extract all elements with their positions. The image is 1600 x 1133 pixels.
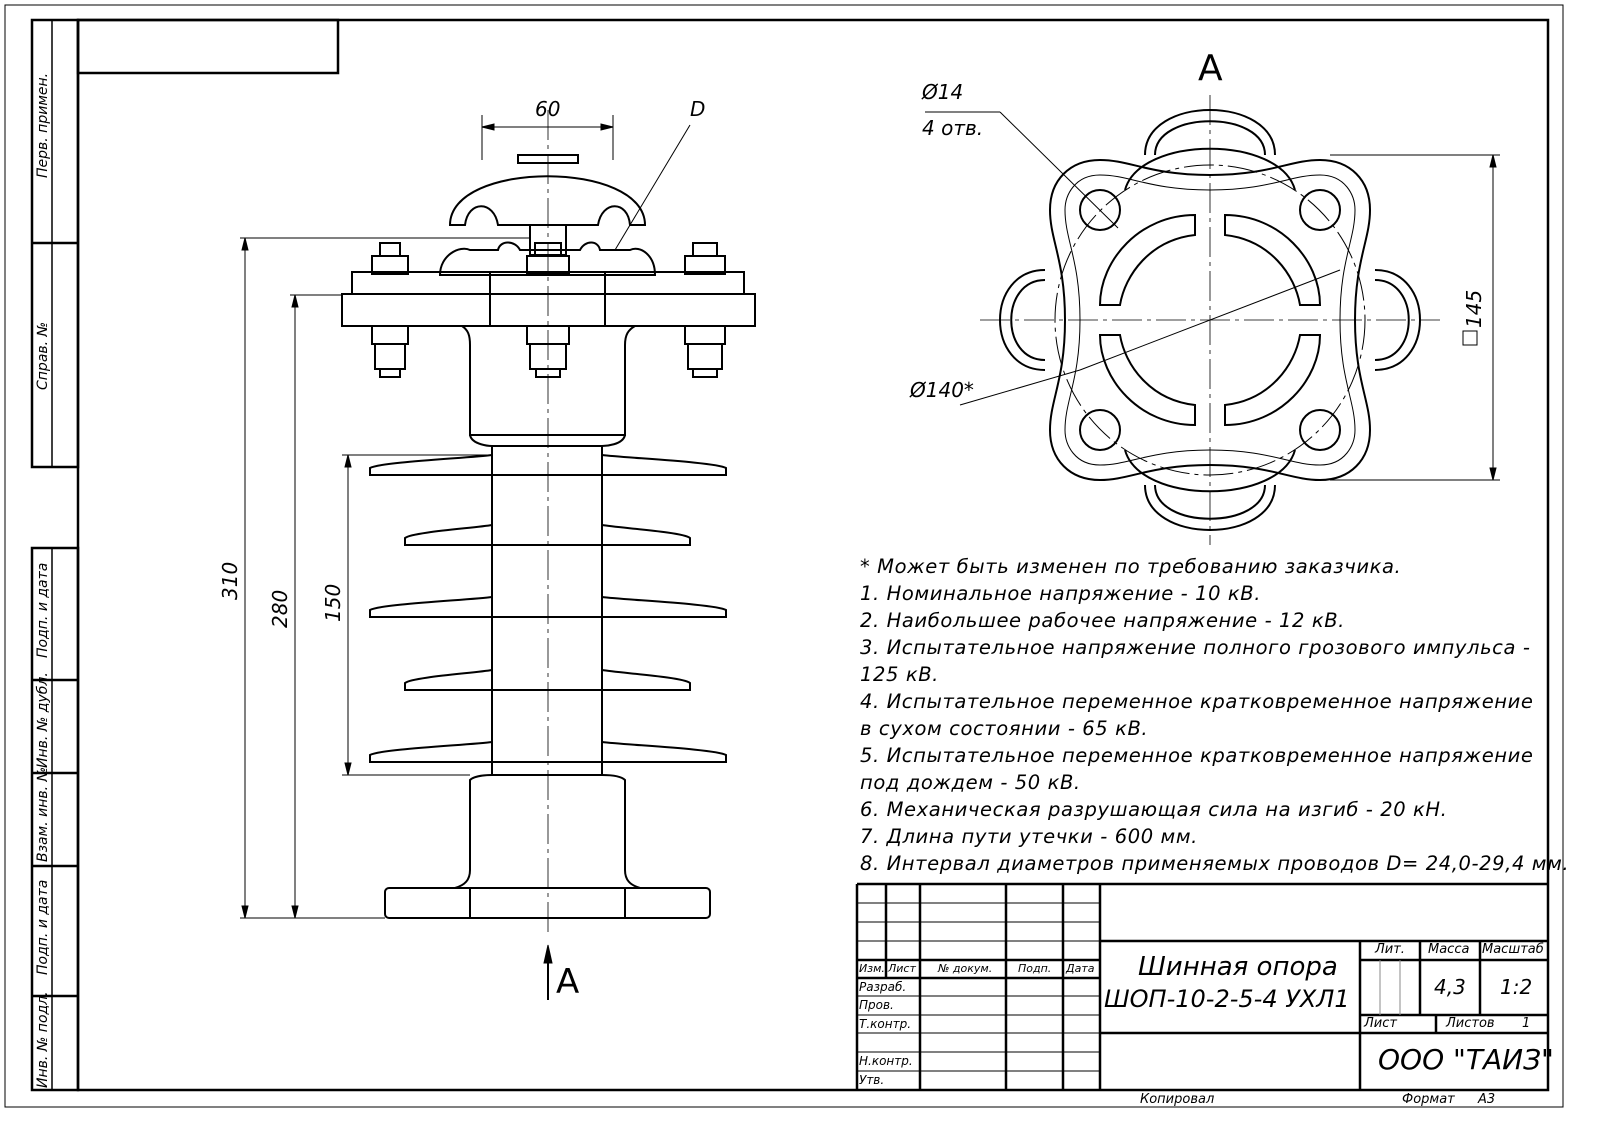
top-dimensions <box>925 111 1500 481</box>
note-line: в сухом состоянии - 65 кВ. <box>860 717 1149 740</box>
tb-header-date: Дата <box>1066 962 1095 975</box>
title-block-thin-lines <box>857 902 1401 1072</box>
strip-label-dup-inv: Инв. № дубл. <box>35 672 51 768</box>
tb-scale-label: Масштаб <box>1482 942 1544 957</box>
note-line: 5. Испытательное переменное кратковремен… <box>860 744 1534 767</box>
tb-mass-label: Масса <box>1428 942 1470 957</box>
tb-role-tech-control: Т.контр. <box>859 1017 912 1031</box>
outer-frame <box>4 4 1564 1108</box>
tb-header-sign: Подп. <box>1018 962 1052 975</box>
note-line: 1. Номинальное напряжение - 10 кВ. <box>860 582 1262 605</box>
strip-label-ref-number: Справ. № <box>35 321 51 390</box>
tb-company: ООО "ТАИЗ" <box>1378 1043 1554 1076</box>
section-arrow-label: A <box>556 962 580 1002</box>
title-block-frame <box>855 882 1548 1090</box>
drawing-title-name: Шинная опора <box>1138 952 1338 982</box>
tb-format-label: Формат <box>1402 1092 1455 1107</box>
note-line: 8. Интервал диаметров применяемых провод… <box>860 852 1570 875</box>
dim-wire-d: D <box>690 97 706 121</box>
strip-label-sign-date: Подп. и дата <box>35 562 51 658</box>
tb-role-developer: Разраб. <box>859 980 907 994</box>
note-line: 3. Испытательное напряжение полного гроз… <box>860 636 1531 659</box>
dim-hole-diameter: Ø14 <box>922 80 964 104</box>
tb-role-norm-control: Н.контр. <box>859 1054 913 1068</box>
dim-hole-count: 4 отв. <box>922 116 984 140</box>
note-line: 2. Наибольшее рабочее напряжение - 12 кВ… <box>860 609 1345 632</box>
dim-height-280: 280 <box>268 589 292 628</box>
dim-circle-140: Ø140* <box>910 378 974 402</box>
view-a-label: A <box>1198 48 1223 89</box>
strip-label-replace-inv: Взам. инв. № <box>35 766 51 862</box>
tb-format-value: A3 <box>1478 1092 1496 1107</box>
technical-notes: * Может быть изменен по требованию заказ… <box>860 553 1569 877</box>
dim-square-145: 145 <box>1462 289 1486 328</box>
tb-header-sheet: Лист <box>888 962 916 975</box>
tb-sheets-label: Листов <box>1446 1016 1495 1031</box>
strip-label-first-use: Перв. примен. <box>35 72 51 178</box>
drawing-title-code: ШОП-10-2-5-4 УХЛ1 <box>1104 985 1350 1013</box>
note-line: 125 кВ. <box>860 663 939 686</box>
tb-mass-value: 4,3 <box>1434 975 1466 999</box>
dim-height-310: 310 <box>218 561 242 600</box>
tb-copied: Копировал <box>1140 1092 1215 1107</box>
side-dimensions <box>240 115 691 1000</box>
tb-lit-label: Лит. <box>1375 942 1405 957</box>
insulator-top-view <box>980 95 1440 545</box>
note-line: под дождем - 50 кВ. <box>860 771 1081 794</box>
dim-width-60: 60 <box>535 97 561 121</box>
tb-role-checker: Пров. <box>859 998 894 1012</box>
tb-sheet-label: Лист <box>1364 1016 1397 1031</box>
note-line: 7. Длина пути утечки - 600 мм. <box>860 825 1198 848</box>
note-line: * Может быть изменен по требованию заказ… <box>860 555 1402 578</box>
dim-height-150: 150 <box>321 583 345 622</box>
note-line: 4. Испытательное переменное кратковремен… <box>860 690 1534 713</box>
tb-scale-value: 1:2 <box>1500 975 1533 999</box>
strip-label-orig-inv: Инв. № подл. <box>35 991 51 1088</box>
tb-role-approved: Утв. <box>859 1073 885 1087</box>
note-line: 6. Механическая разрушающая сила на изги… <box>860 798 1448 821</box>
tb-header-change: Изм. <box>859 962 885 975</box>
strip-label-sign-date-2: Подп. и дата <box>35 879 51 975</box>
insulator-side-view <box>341 110 756 935</box>
tb-sheets-value: 1 <box>1522 1016 1531 1031</box>
top-left-box <box>76 18 340 75</box>
left-strip-frame <box>30 18 80 1092</box>
tb-header-docnum: № докум. <box>938 962 993 975</box>
